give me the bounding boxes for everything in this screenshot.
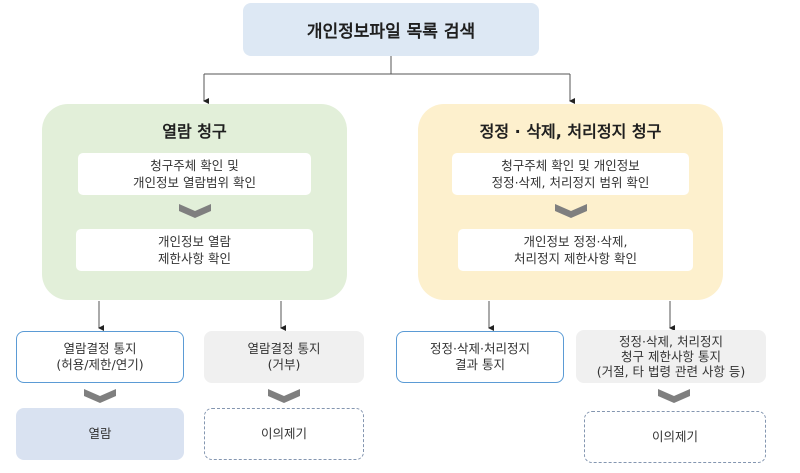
correction-objection-text: 이의제기 [651,429,698,444]
access-objection-box: 이의제기 [204,408,364,460]
access-refusal-notice-text: 열람결정 통지 (거부) [247,341,321,372]
chevron-down-icon [178,204,211,218]
chevron-down-icon [658,389,690,403]
correction-step-2: 개인정보 정정·삭제, 처리정지 제한사항 확인 [458,229,693,271]
chevron-down-icon [268,389,300,403]
correction-objection-box: 이의제기 [584,411,766,463]
access-granted-box: 열람 [16,408,184,460]
correction-request-panel: 정정 · 삭제, 처리정지 청구 청구주체 확인 및 개인정보 정정·삭제, 처… [418,104,723,300]
access-step-1: 청구주체 확인 및 개인정보 열람범위 확인 [78,153,311,195]
chevron-down-icon [554,204,587,218]
correction-result-notice-text: 정정·삭제·처리정지 결과 통지 [430,341,530,372]
access-request-panel: 열람 청구 청구주체 확인 및 개인정보 열람범위 확인 개인정보 열람 제한사… [42,104,347,300]
correction-result-notice-box: 정정·삭제·처리정지 결과 통지 [396,331,564,383]
access-decision-notice-text: 열람결정 통지 (허용/제한/연기) [56,341,144,372]
chevron-down-icon [84,389,116,403]
access-decision-notice-box: 열람결정 통지 (허용/제한/연기) [16,331,184,383]
title-text: 개인정보파일 목록 검색 [306,22,476,42]
correction-restriction-notice-box: 정정·삭제, 처리정지 청구 제한사항 통지 (거절, 타 법령 관련 사항 등… [576,330,766,383]
access-step-2: 개인정보 열람 제한사항 확인 [76,229,313,271]
access-refusal-notice-box: 열람결정 통지 (거부) [204,331,364,383]
title-box: 개인정보파일 목록 검색 [243,3,539,56]
correction-step-1: 청구주체 확인 및 개인정보 정정·삭제, 처리정지 범위 확인 [452,153,689,195]
access-objection-text: 이의제기 [260,426,307,441]
access-request-title: 열람 청구 [162,122,227,141]
access-granted-text: 열람 [88,426,112,441]
correction-restriction-notice-text: 정정·삭제, 처리정지 청구 제한사항 통지 (거절, 타 법령 관련 사항 등… [596,334,746,379]
correction-request-title: 정정 · 삭제, 처리정지 청구 [479,122,662,141]
